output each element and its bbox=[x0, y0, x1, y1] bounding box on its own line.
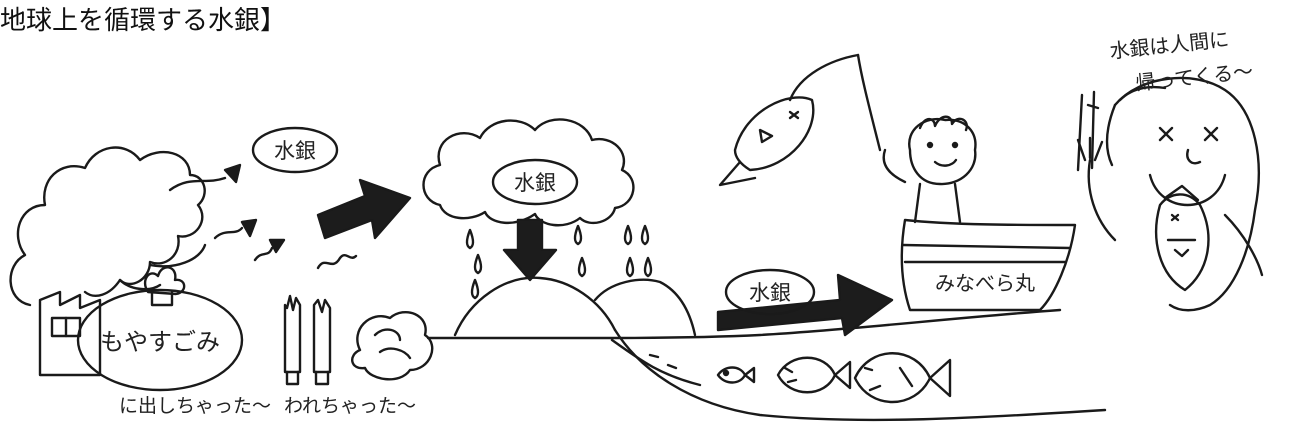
particle-trail-1 bbox=[170, 178, 225, 190]
river bbox=[612, 340, 700, 385]
boat-hull bbox=[902, 220, 1075, 310]
boat-name: みなべら丸 bbox=[935, 271, 1035, 295]
particle-2 bbox=[242, 220, 256, 236]
tube-cap-right bbox=[316, 372, 328, 384]
mercury-label-sea: 水銀 bbox=[749, 281, 791, 305]
chopsticks bbox=[1078, 92, 1094, 170]
broken-thermometer bbox=[352, 312, 432, 379]
raindrops bbox=[467, 226, 651, 298]
particle-1 bbox=[225, 165, 240, 182]
mercury-label-cloud: 水銀 bbox=[514, 171, 556, 195]
water-ripples bbox=[650, 355, 676, 368]
fishing-rod bbox=[858, 55, 880, 150]
return-note-line2: 帰ってくる〜 bbox=[1134, 59, 1254, 95]
mountain-right bbox=[595, 280, 695, 335]
chopsticks-tie bbox=[1088, 105, 1098, 108]
mountain-left bbox=[455, 278, 615, 335]
particle-trail-2 bbox=[215, 228, 242, 238]
particle-trail-3 bbox=[255, 248, 272, 260]
broken-tube-left bbox=[285, 296, 300, 372]
medium-fish bbox=[778, 358, 850, 393]
sea-basin bbox=[615, 330, 1105, 420]
mercury-label-air: 水銀 bbox=[274, 139, 316, 163]
caught-fish bbox=[720, 97, 813, 185]
return-note-line1: 水銀は人間に bbox=[1108, 27, 1230, 63]
garbage-caption: に出しちゃった〜 bbox=[119, 395, 271, 417]
large-fish bbox=[855, 353, 950, 402]
arrow-to-cloud bbox=[318, 180, 410, 238]
small-fish bbox=[718, 368, 754, 383]
smoke-cloud bbox=[11, 148, 205, 305]
arrow-down-to-mountain bbox=[504, 220, 556, 280]
broken-tube-right bbox=[314, 300, 330, 372]
wavy-line bbox=[318, 255, 356, 268]
garbage-bag-label: もやすごみ bbox=[100, 328, 220, 356]
thermometer-shards bbox=[375, 330, 410, 358]
fishing-line bbox=[790, 55, 858, 100]
broken-caption: われちゃった〜 bbox=[284, 395, 416, 417]
factory bbox=[40, 292, 100, 375]
fisherman bbox=[884, 117, 976, 222]
boat-stripe-1 bbox=[903, 245, 1070, 248]
tube-cap-left bbox=[287, 372, 298, 384]
